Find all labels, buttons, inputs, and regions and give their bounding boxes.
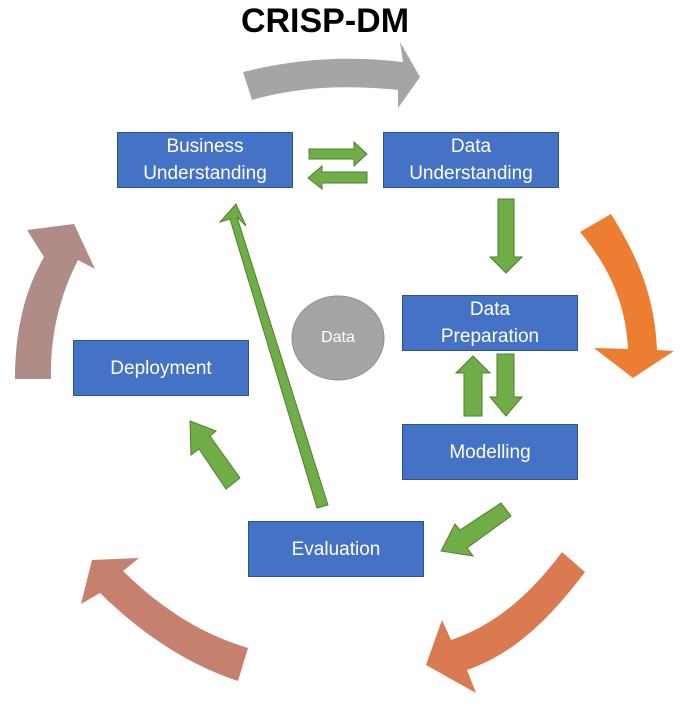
cycle-arrow-bottom-right bbox=[426, 552, 585, 693]
arrow-business-to-data-understanding bbox=[308, 140, 368, 168]
arrow-data-understanding-to-preparation bbox=[488, 198, 524, 274]
data-circle-label: Data bbox=[321, 329, 355, 346]
arrow-modelling-to-evaluation bbox=[440, 502, 512, 557]
page-title: CRISP-DM bbox=[240, 2, 410, 40]
arrow-preparation-to-modelling bbox=[488, 353, 524, 417]
phase-data-understanding[interactable]: Data Understanding bbox=[383, 132, 559, 188]
phase-data-preparation[interactable]: Data Preparation bbox=[402, 295, 578, 351]
phase-deployment[interactable]: Deployment bbox=[73, 340, 249, 396]
cycle-arrow-bottom-left bbox=[81, 558, 248, 681]
cycle-arrow-top bbox=[243, 42, 420, 108]
phase-evaluation[interactable]: Evaluation bbox=[248, 521, 424, 577]
data-circle bbox=[291, 295, 385, 381]
cycle-arrow-right bbox=[580, 214, 674, 378]
arrow-data-understanding-to-business bbox=[307, 164, 368, 191]
phase-business-understanding[interactable]: Business Understanding bbox=[117, 132, 293, 188]
phase-modelling[interactable]: Modelling bbox=[402, 424, 578, 480]
arrow-evaluation-to-business bbox=[218, 203, 329, 509]
cycle-arrow-left bbox=[15, 224, 95, 379]
arrow-evaluation-to-deployment bbox=[189, 420, 241, 490]
arrow-modelling-to-preparation bbox=[454, 355, 492, 417]
